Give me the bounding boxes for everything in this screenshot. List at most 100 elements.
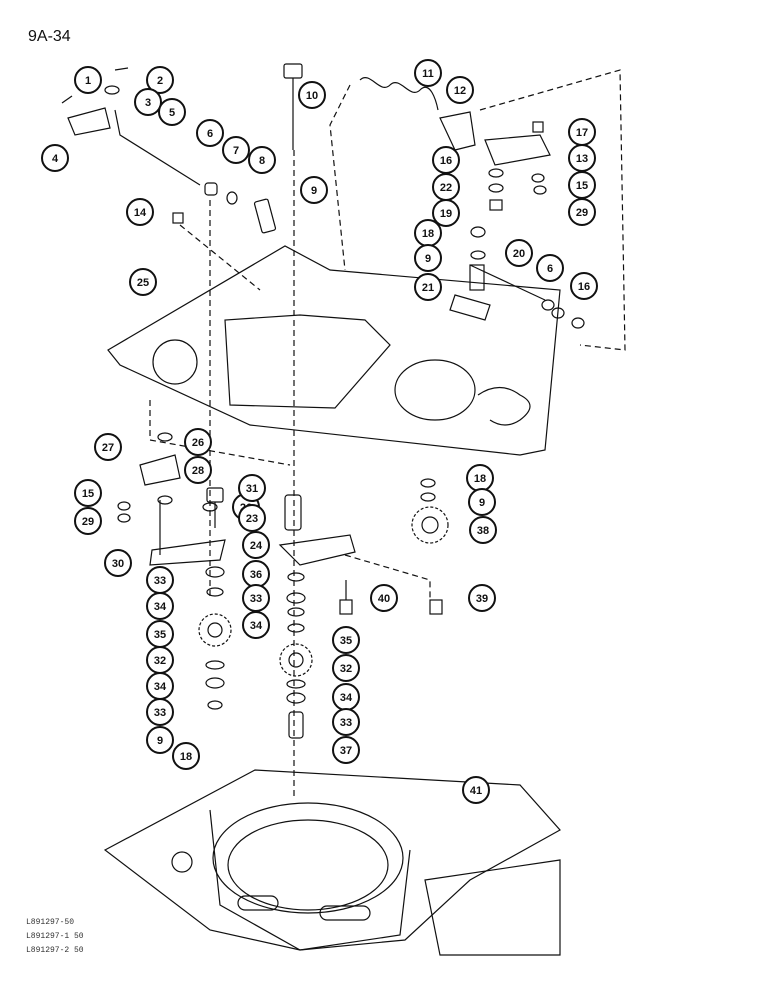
callout-33: 33 xyxy=(146,698,174,726)
callout-label: 4 xyxy=(52,153,59,165)
callout-label: 27 xyxy=(102,442,114,454)
callout-37: 37 xyxy=(332,736,360,764)
callout-label: 10 xyxy=(306,90,318,102)
callout-label: 33 xyxy=(340,717,352,729)
callout-label: 40 xyxy=(378,593,390,605)
callout-31: 31 xyxy=(238,474,266,502)
arm-24 xyxy=(278,534,356,566)
callout-label: 33 xyxy=(154,575,166,587)
callout-label: 34 xyxy=(340,692,353,704)
callout-label: 29 xyxy=(576,207,588,219)
callout-10: 10 xyxy=(298,81,326,109)
callout-29: 29 xyxy=(74,507,102,535)
plate-4 xyxy=(67,107,111,136)
lower-frame-side xyxy=(209,809,411,951)
bracket-27 xyxy=(139,454,181,486)
callout-23: 23 xyxy=(238,504,266,532)
lower-frame-top xyxy=(103,769,561,951)
callout-34: 34 xyxy=(146,592,174,620)
callout-label: 8 xyxy=(259,155,265,167)
callout-36: 36 xyxy=(242,560,270,588)
rod-5 xyxy=(114,109,201,186)
callout-32: 32 xyxy=(146,646,174,674)
bracket-12 xyxy=(439,111,476,151)
callout-34: 34 xyxy=(332,683,360,711)
callout-29: 29 xyxy=(568,198,596,226)
callout-15: 15 xyxy=(568,171,596,199)
callout-label: 9 xyxy=(157,735,163,747)
callout-18: 18 xyxy=(172,742,200,770)
callout-label: 32 xyxy=(154,655,166,667)
callout-label: 1 xyxy=(85,75,91,87)
callout-40: 40 xyxy=(370,584,398,612)
sprocket-32-mid xyxy=(279,643,313,677)
callout-21: 21 xyxy=(414,273,442,301)
callout-18: 18 xyxy=(414,219,442,247)
upper-plate-slot xyxy=(477,386,531,426)
callout-label: 38 xyxy=(477,525,489,537)
callout-label: 41 xyxy=(470,785,482,797)
callout-label: 18 xyxy=(180,751,192,763)
callout-22: 22 xyxy=(432,173,460,201)
callout-34: 34 xyxy=(146,672,174,700)
callout-25: 25 xyxy=(129,268,157,296)
callout-label: 29 xyxy=(82,516,94,528)
tube-23 xyxy=(284,494,302,531)
callout-12: 12 xyxy=(446,76,474,104)
callout-label: 31 xyxy=(246,483,258,495)
callout-label: 34 xyxy=(154,601,167,613)
callout-28: 28 xyxy=(184,456,212,484)
callout-label: 22 xyxy=(440,182,452,194)
lower-frame-ring xyxy=(212,802,404,914)
callout-label: 34 xyxy=(154,681,167,693)
rod-20 xyxy=(469,264,546,301)
callout-32: 32 xyxy=(332,654,360,682)
callout-33: 33 xyxy=(332,708,360,736)
callout-38: 38 xyxy=(469,516,497,544)
callout-15: 15 xyxy=(74,479,102,507)
callout-41: 41 xyxy=(462,776,490,804)
callout-5: 5 xyxy=(158,98,186,126)
callout-35: 35 xyxy=(332,626,360,654)
callout-16: 16 xyxy=(432,146,460,174)
callout-label: 20 xyxy=(513,248,525,260)
upper-plate xyxy=(107,245,561,456)
callout-label: 34 xyxy=(250,620,263,632)
callout-label: 33 xyxy=(154,707,166,719)
callout-9: 9 xyxy=(146,726,174,754)
callout-label: 36 xyxy=(250,569,262,581)
lower-frame-ring-inner xyxy=(227,819,389,911)
callout-35: 35 xyxy=(146,620,174,648)
lower-frame-hole xyxy=(171,851,193,873)
callout-20: 20 xyxy=(505,239,533,267)
upper-plate-hole-right xyxy=(394,359,476,421)
callout-label: 7 xyxy=(233,145,239,157)
callout-30: 30 xyxy=(104,549,132,577)
callout-label: 3 xyxy=(145,97,151,109)
callout-label: 19 xyxy=(440,208,452,220)
callout-24: 24 xyxy=(242,531,270,559)
callout-label: 14 xyxy=(134,207,147,219)
callout-26: 26 xyxy=(184,428,212,456)
callout-label: 18 xyxy=(474,473,486,485)
callout-label: 37 xyxy=(340,745,352,757)
link-21 xyxy=(449,294,491,321)
callout-label: 25 xyxy=(137,277,149,289)
callout-label: 6 xyxy=(547,263,553,275)
upper-plate-hole-left xyxy=(152,339,198,385)
callout-label: 9 xyxy=(479,497,485,509)
page-code: 9A-34 xyxy=(28,28,71,45)
callout-label: 23 xyxy=(246,513,258,525)
callout-label: 15 xyxy=(82,488,94,500)
callout-label: 16 xyxy=(578,281,590,293)
callout-9: 9 xyxy=(414,244,442,272)
upper-plate-cutout xyxy=(224,314,391,409)
bolt-40-head xyxy=(339,599,353,615)
callout-27: 27 xyxy=(94,433,122,461)
callout-2: 2 xyxy=(146,66,174,94)
callout-3: 3 xyxy=(134,88,162,116)
ref-code-3: L891297-2 50 xyxy=(26,946,84,955)
